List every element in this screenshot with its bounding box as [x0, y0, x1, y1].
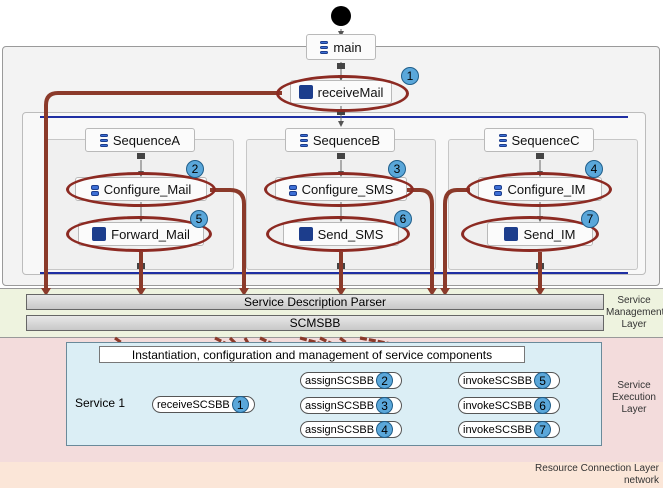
assign-scsbb-badge: 4 — [376, 421, 394, 438]
parallel-top-line — [40, 116, 628, 118]
resource-layer-label: Resource Connection Layer — [535, 463, 659, 474]
management-layer-label: Service Management Layer — [606, 295, 663, 330]
invoke-scsbb-7: invokeSCSBB 7 — [458, 421, 560, 438]
invoke-scsbb-6: invokeSCSBB 6 — [458, 397, 560, 414]
send-sms-highlight — [266, 216, 410, 252]
link-icon — [536, 153, 544, 159]
configure-im-badge: 4 — [585, 160, 603, 178]
sequence-b-label: SequenceB — [312, 132, 381, 148]
sequence-a-label: SequenceA — [112, 132, 181, 148]
sequence-icon — [99, 133, 108, 147]
configure-sms-highlight — [264, 172, 414, 207]
invoke-scsbb-badge: 7 — [534, 421, 552, 438]
assign-scsbb-label: assignSCSBB — [305, 399, 375, 412]
receive-mail-badge: 1 — [401, 67, 419, 85]
invoke-scsbb-5: invokeSCSBB 5 — [458, 372, 560, 389]
resource-layer — [0, 462, 663, 488]
send-im-badge: 7 — [581, 210, 599, 228]
receive-scsbb: receiveSCSBB 1 — [152, 396, 255, 413]
link-icon — [337, 109, 345, 115]
configure-mail-badge: 2 — [186, 160, 204, 178]
execution-header: Instantiation, configuration and managem… — [99, 346, 525, 363]
call-configure-im — [443, 188, 470, 290]
forward-mail-badge: 5 — [190, 210, 208, 228]
service-description-parser: Service Description Parser — [26, 294, 604, 310]
receive-mail-highlight — [276, 75, 409, 112]
invoke-scsbb-label: invokeSCSBB — [463, 374, 533, 387]
sequence-b-node[interactable]: SequenceB — [285, 128, 395, 152]
configure-sms-badge: 3 — [388, 160, 406, 178]
assign-scsbb-4: assignSCSBB 4 — [300, 421, 402, 438]
call-receive — [44, 91, 282, 290]
configure-mail-highlight — [66, 172, 216, 207]
sequence-a-node[interactable]: SequenceA — [85, 128, 195, 152]
sequence-icon — [498, 133, 507, 147]
invoke-scsbb-label: invokeSCSBB — [463, 423, 533, 436]
assign-scsbb-3: assignSCSBB 3 — [300, 397, 402, 414]
link-icon — [337, 153, 345, 159]
call-configure-mail — [210, 188, 246, 290]
assign-scsbb-badge: 2 — [376, 372, 394, 389]
sequence-icon — [320, 40, 329, 54]
parallel-bottom-line — [40, 272, 628, 274]
invoke-scsbb-badge: 5 — [534, 372, 552, 389]
scmsbb: SCMSBB — [26, 315, 604, 331]
receive-scsbb-badge: 1 — [231, 396, 249, 413]
invoke-scsbb-badge: 6 — [534, 397, 552, 414]
forward-mail-highlight — [66, 216, 212, 252]
link-icon — [337, 63, 345, 69]
send-sms-badge: 6 — [394, 210, 412, 228]
configure-im-highlight — [466, 172, 612, 207]
invoke-scsbb-label: invokeSCSBB — [463, 399, 533, 412]
receive-scsbb-label: receiveSCSBB — [157, 398, 230, 411]
main-label: main — [333, 39, 362, 55]
network-label: network — [623, 475, 659, 486]
link-icon — [137, 153, 145, 159]
assign-scsbb-label: assignSCSBB — [305, 374, 375, 387]
sequence-c-node[interactable]: SequenceC — [484, 128, 594, 152]
assign-scsbb-badge: 3 — [376, 397, 394, 414]
assign-scsbb-2: assignSCSBB 2 — [300, 372, 402, 389]
service-label: Service 1 — [75, 396, 126, 410]
sequence-c-label: SequenceC — [511, 132, 580, 148]
call-configure-sms — [406, 188, 434, 290]
sequence-icon — [299, 133, 308, 147]
send-im-highlight — [461, 216, 599, 252]
start-node-icon — [331, 6, 351, 26]
assign-scsbb-label: assignSCSBB — [305, 423, 375, 436]
execution-layer-label: Service Execution Layer — [612, 380, 656, 415]
main-node[interactable]: main — [306, 34, 376, 60]
